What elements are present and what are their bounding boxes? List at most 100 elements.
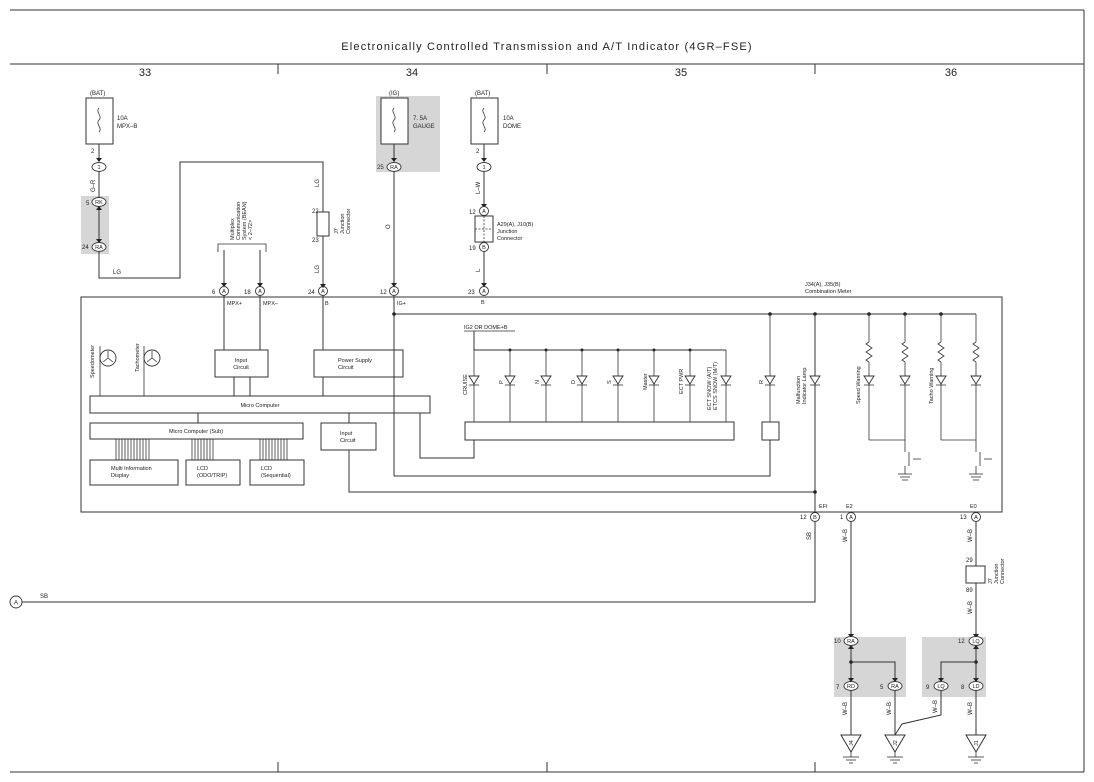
indicator-n: N [535,348,552,422]
svg-text:Junction: Junction [340,214,346,235]
svg-text:Connector: Connector [1000,558,1006,584]
svg-text:Micro Computer (Sub): Micro Computer (Sub) [169,429,223,435]
svg-text:P: P [499,380,505,384]
svg-text:29: 29 [966,558,973,564]
fuse-dome: (BAT) 10A DOME 2 1 [470,91,521,172]
column-36: 36 [945,67,957,79]
diagram-title: Electronically Controlled Transmission a… [341,41,753,53]
wire-dome: L–W 12 A A29(A), J10(B) Junction Connect… [468,172,534,296]
svg-text:24: 24 [308,290,315,296]
svg-text:(Sequential): (Sequential) [261,473,291,479]
column-34: 34 [406,67,418,79]
column-33: 33 [139,67,151,79]
svg-text:N: N [535,380,541,384]
svg-text:12: 12 [469,210,476,216]
svg-text:RA: RA [95,245,103,251]
svg-text:A29(A), J10(B): A29(A), J10(B) [497,222,534,228]
svg-text:23: 23 [312,238,319,244]
svg-text:19: 19 [469,246,476,252]
svg-text:1: 1 [482,165,485,171]
fuse-gauge: (IG) 7. 5A GAUGE 25 RA [377,91,435,172]
svg-text:W–B: W–B [968,529,974,542]
svg-text:LQ: LQ [937,684,945,690]
svg-text:SB: SB [807,532,813,540]
svg-text:24: 24 [82,245,89,251]
svg-text:Speed Warning: Speed Warning [856,366,862,404]
speedometer-icon: Speedometer [90,345,117,396]
svg-text:Junction: Junction [994,564,1000,585]
ground-j2: J2 [884,734,906,764]
svg-text:R: R [759,380,765,384]
svg-text:(IG): (IG) [389,91,399,97]
svg-text:Communication: Communication [236,202,242,240]
svg-text:A: A [14,601,18,607]
svg-text:A: A [482,289,486,295]
svg-text:L–W: L–W [476,181,482,194]
svg-text:Speedometer: Speedometer [90,345,96,378]
svg-text:A: A [392,289,396,295]
svg-text:2: 2 [476,149,480,155]
svg-text:25: 25 [377,165,384,171]
tachometer-icon: Tachometer [135,343,161,396]
svg-text:12: 12 [800,515,807,521]
svg-text:LD: LD [972,684,979,690]
column-35: 35 [675,67,687,79]
svg-text:LQ: LQ [972,639,980,645]
svg-text:Multi Information: Multi Information [111,466,152,472]
svg-text:22: 22 [312,209,319,215]
speed-warning: Speed Warning [856,312,921,481]
svg-text:1: 1 [97,165,100,171]
svg-text:D: D [571,380,577,384]
svg-text:10: 10 [834,639,841,645]
indicator-master: Master [643,348,660,422]
svg-text:Micro Computer: Micro Computer [240,403,279,409]
wire-mpx-b: G–R 5 RK 24 RA LG LG [82,161,324,279]
svg-text:W–B: W–B [843,702,849,715]
fuse-mpx-b: (BAT) 10A MPX–B 2 1 [85,91,137,172]
svg-text:Tachometer: Tachometer [135,343,141,372]
indicator-ect-snow: ECT SNOW (A/T) ETCS SNOW (M/T) [707,350,732,422]
svg-text:10A: 10A [503,116,514,122]
header: Electronically Controlled Transmission a… [10,9,1085,773]
svg-text:EFI: EFI [819,504,828,510]
svg-text:89: 89 [966,588,973,594]
svg-text:E2: E2 [846,504,853,510]
svg-text:7. 5A: 7. 5A [413,116,427,122]
svg-text:B: B [325,301,329,307]
svg-text:DOME: DOME [503,124,521,130]
svg-text:Power Supply: Power Supply [338,358,372,364]
svg-text:Circuit: Circuit [338,365,354,371]
svg-text:LG: LG [315,179,321,187]
svg-text:(BAT): (BAT) [90,91,105,97]
svg-text:L: L [476,268,482,272]
svg-text:7: 7 [836,685,840,691]
ground-j1: J1 [965,734,987,764]
indicator-cruise: CRUISE [463,350,480,422]
svg-text:5: 5 [880,685,884,691]
svg-text:LG: LG [113,270,121,276]
svg-text:2: 2 [91,149,95,155]
svg-text:IG2 OR DOME+B: IG2 OR DOME+B [464,325,508,331]
svg-text:Connector: Connector [346,208,352,234]
mpx-bus: Multiplex Communication System (BEAN) < … [212,201,267,296]
svg-text:ECT PWR: ECT PWR [679,369,685,394]
svg-text:MPX–: MPX– [263,301,279,307]
svg-text:A: A [321,289,325,295]
svg-text:MPX+: MPX+ [227,301,242,307]
svg-text:A: A [974,515,978,521]
svg-text:IG+: IG+ [397,301,406,307]
svg-text:GAUGE: GAUGE [413,124,435,130]
svg-text:RA: RA [390,165,398,171]
svg-text:Combination Meter: Combination Meter [805,289,852,295]
svg-text:J4: J4 [849,740,855,746]
svg-text:< 2–72>: < 2–72> [248,220,254,240]
svg-text:S: S [607,380,613,384]
svg-text:A: A [222,289,226,295]
svg-text:RA: RA [847,639,855,645]
svg-text:J34(A), J35(B): J34(A), J35(B) [805,282,841,288]
svg-text:(BAT): (BAT) [475,91,490,97]
svg-text:RK: RK [95,200,103,206]
svg-text:Indicator Lamp: Indicator Lamp [802,368,808,404]
tacho-warning: Tacho Warning [929,312,992,481]
svg-text:B: B [482,245,486,251]
